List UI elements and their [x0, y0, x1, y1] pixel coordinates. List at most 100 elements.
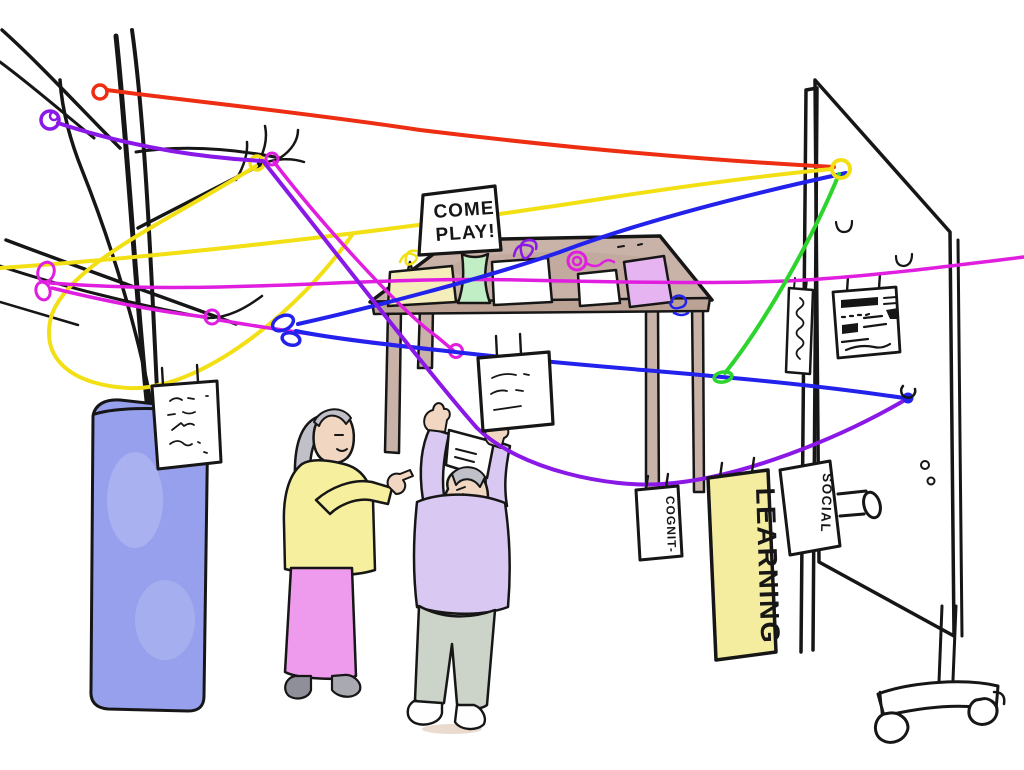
vase	[89, 398, 210, 713]
green-knot-on-blue	[712, 370, 734, 384]
social-bracket-right	[836, 489, 868, 518]
board-dot-mark	[920, 460, 930, 470]
branches	[0, 28, 306, 413]
purple-string	[56, 121, 907, 487]
stand-base	[876, 680, 1000, 718]
notes-blob-2	[886, 308, 898, 319]
social-tag-body	[778, 459, 842, 557]
held-paper	[444, 428, 496, 480]
yellow-yarn-squiggle	[398, 249, 418, 266]
board-curl-mark	[834, 219, 854, 234]
yarn-strings	[0, 83, 1024, 487]
blue-string-lower	[294, 329, 906, 400]
cognition-tag: COGNIT-	[634, 472, 684, 562]
magenta-yarn-tail	[584, 259, 616, 268]
magenta-yarn-ball-core	[571, 255, 583, 267]
woman-arm	[314, 479, 394, 516]
red-string-loop	[91, 83, 109, 101]
man-hair	[451, 466, 486, 488]
branch-left-fork	[206, 294, 264, 320]
man-shoe-2	[453, 703, 487, 731]
vase-note-hooks	[160, 363, 200, 387]
woman-shoe-2	[330, 673, 362, 698]
woman-headscarf	[313, 408, 352, 427]
social-label: SOCIAL	[818, 473, 835, 534]
whiteboard: SOCIAL	[778, 78, 1006, 744]
branch-right-upper-tip	[278, 128, 300, 160]
magenta-bow-loop-2	[34, 280, 52, 302]
social-tag: SOCIAL	[778, 459, 882, 557]
caster-curl	[992, 690, 1006, 706]
notes-blob	[842, 323, 858, 334]
woman-skirt	[283, 566, 358, 680]
cognition-tag-hooks	[644, 472, 670, 491]
magenta-branch-knot	[203, 308, 221, 326]
notes-title-bar	[841, 297, 878, 308]
table-dots	[617, 243, 643, 248]
notes-dots	[840, 312, 871, 319]
learning-banner: LEARNING	[706, 456, 785, 662]
man-pants	[413, 604, 497, 710]
branch-trunk-2	[130, 28, 160, 412]
woman-torso	[282, 459, 377, 577]
stand-post	[937, 604, 958, 684]
yellow-string-arc	[46, 164, 354, 391]
board-dot-mark-2	[926, 476, 936, 486]
woman-pointing	[282, 408, 414, 700]
caster-wheel-2	[967, 697, 999, 726]
vase-highlight-2	[135, 580, 195, 660]
center-note-scribbles	[490, 373, 530, 411]
blue-bow-loop-2	[280, 331, 302, 347]
held-paper-lines	[454, 448, 477, 463]
woman-pointing-hand	[386, 469, 414, 495]
vase-note	[150, 363, 223, 471]
branch-topleft-twig	[0, 28, 122, 150]
come-play-line2: PLAY!	[435, 221, 497, 246]
learning-label: LEARNING	[750, 487, 785, 645]
notes-page-hooks	[845, 272, 882, 293]
cognition-tag-body	[634, 484, 684, 562]
magenta-string-left	[50, 286, 208, 319]
red-string	[105, 88, 836, 169]
blue-bow-loop	[270, 313, 296, 333]
pole-squiggle-tag	[784, 277, 815, 376]
green-string	[723, 172, 841, 375]
yellow-string	[0, 167, 834, 270]
come-play-line1: COME	[433, 198, 495, 223]
woman-face-lines	[334, 434, 348, 452]
branch-left-twig-3	[0, 300, 80, 327]
vase-highlight	[107, 452, 163, 548]
purple-branch-loop-inner	[48, 110, 60, 122]
notes-page-scribbles	[840, 296, 898, 352]
learning-banner-body	[706, 468, 778, 662]
blue-yarn-squiggle	[668, 294, 690, 317]
come-play-sign: COME PLAY!	[417, 184, 503, 257]
magenta-string-long	[48, 255, 1024, 290]
caster-wheel	[874, 711, 910, 744]
woman-shoe	[284, 674, 313, 700]
magenta-string-diagonal	[272, 160, 456, 353]
notes-lines	[840, 314, 892, 352]
man-holding-paper	[406, 402, 512, 734]
tag-body	[784, 286, 815, 376]
notes-side-lines	[883, 296, 898, 305]
notes-page	[831, 272, 902, 360]
branch-right-twig-3	[254, 124, 268, 170]
whiteboard-right-edge	[956, 238, 964, 638]
table-leg	[690, 302, 706, 494]
purple-yarn-squiggle	[512, 238, 538, 260]
man-torso	[412, 493, 511, 615]
hanging-note-center	[476, 332, 555, 433]
yellow-ring-knot	[830, 158, 852, 180]
board-hook	[900, 384, 917, 399]
blue-string-upper	[296, 171, 848, 326]
man-shoe	[406, 699, 444, 726]
base-line	[878, 690, 884, 716]
vase-note-scribbles	[167, 395, 209, 454]
bracket-loop	[862, 490, 882, 520]
board-curl-mark-2	[894, 252, 914, 268]
man-hand-left	[423, 402, 451, 433]
magenta-branch-loop	[264, 151, 280, 167]
paper-white-2	[576, 268, 622, 308]
